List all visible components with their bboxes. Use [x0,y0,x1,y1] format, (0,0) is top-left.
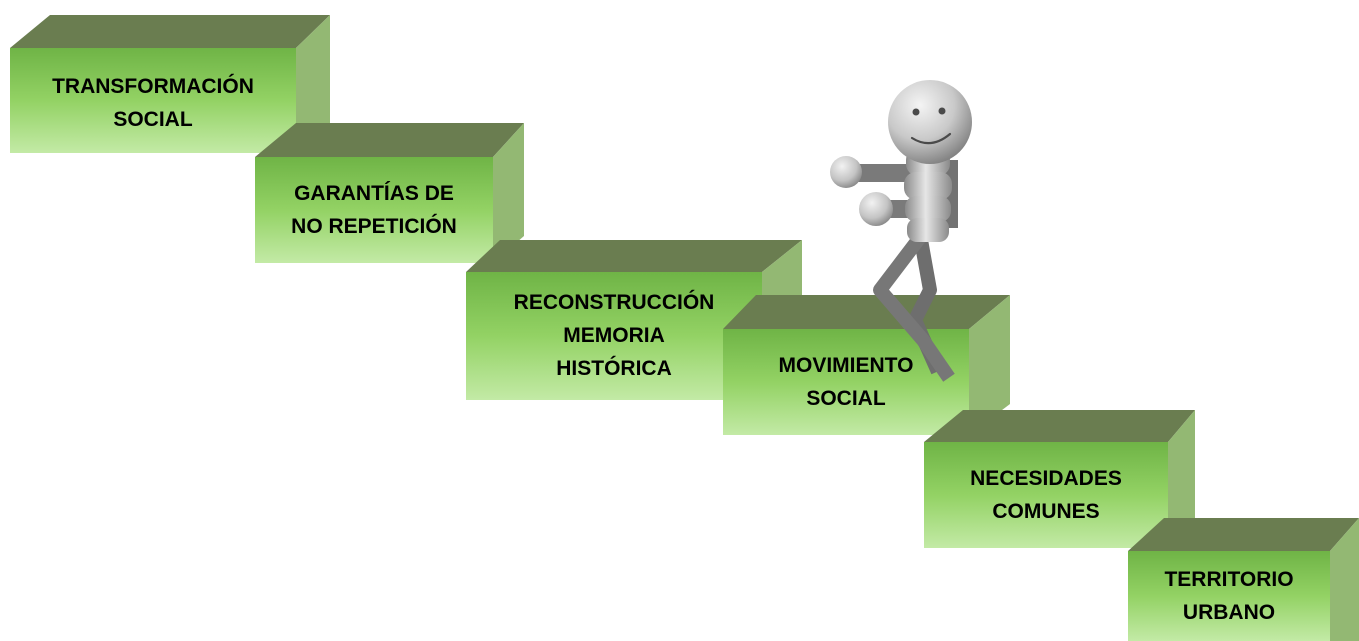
step-side-face [296,15,330,153]
step-label-movimiento-social: MOVIMIENTO SOCIAL [723,329,969,435]
step-label-line: SOCIAL [806,387,886,410]
step-block-transformacion [10,15,330,153]
step-label-line: RECONSTRUCCIÓN [513,290,715,314]
step-side-face [1168,410,1195,548]
step-label-line: TRANSFORMACIÓN [52,75,254,98]
step-label-line: GARANTÍAS DE [294,182,454,205]
step-block-reconstruccion [466,240,802,400]
step-top-face [466,240,802,272]
figure-left-eye [912,108,920,116]
figure-legs [873,230,955,382]
step-front-face [10,48,296,153]
figure-lower-hand [859,192,893,226]
figure-right-eye [938,107,946,115]
step-top-face [255,123,524,157]
step-label-transformacion-social: TRANSFORMACIÓN SOCIAL [10,53,296,153]
step-label-garantias-no-repeticion: GARANTÍAS DE NO REPETICIÓN [255,157,493,263]
step-label-line: URBANO [1182,601,1276,624]
step-label-line: MOVIMIENTO [778,354,914,377]
step-label-line: SOCIAL [113,108,193,131]
step-block-garantias [255,123,524,263]
step-front-face [924,442,1168,548]
step-label-necesidades-comunes: NECESIDADES COMUNES [924,442,1168,548]
step-label-line: HISTÓRICA [556,356,672,380]
figure-smile [910,132,952,145]
step-top-face [10,15,330,48]
step-block-territorio [1128,518,1359,641]
step-front-face [466,272,762,400]
step-label-line: MEMORIA [563,323,665,347]
figure-upper-forearm [856,164,918,182]
step-label-line: NECESIDADES [970,467,1122,490]
step-top-face [723,295,1010,329]
step-front-face [1128,551,1330,641]
step-label-line: TERRITORIO [1164,568,1294,591]
step-side-face [493,123,524,263]
step-label-line: NO REPETICIÓN [291,215,457,238]
figure-head [888,80,972,164]
step-side-face [1330,518,1359,641]
step-top-face [1128,518,1359,551]
smiling-stick-figure-climbing-icon [830,80,972,382]
step-side-face [969,295,1010,435]
step-top-face [924,410,1195,442]
figure-upper-hand [830,156,862,188]
step-label-reconstruccion-memoria-historica: RECONSTRUCCIÓN MEMORIA HISTÓRICA [466,270,762,400]
step-front-face [255,157,493,263]
step-label-territorio-urbano: TERRITORIO URBANO [1128,551,1330,641]
step-label-line: COMUNES [992,500,1100,523]
step-block-necesidades [924,410,1195,548]
